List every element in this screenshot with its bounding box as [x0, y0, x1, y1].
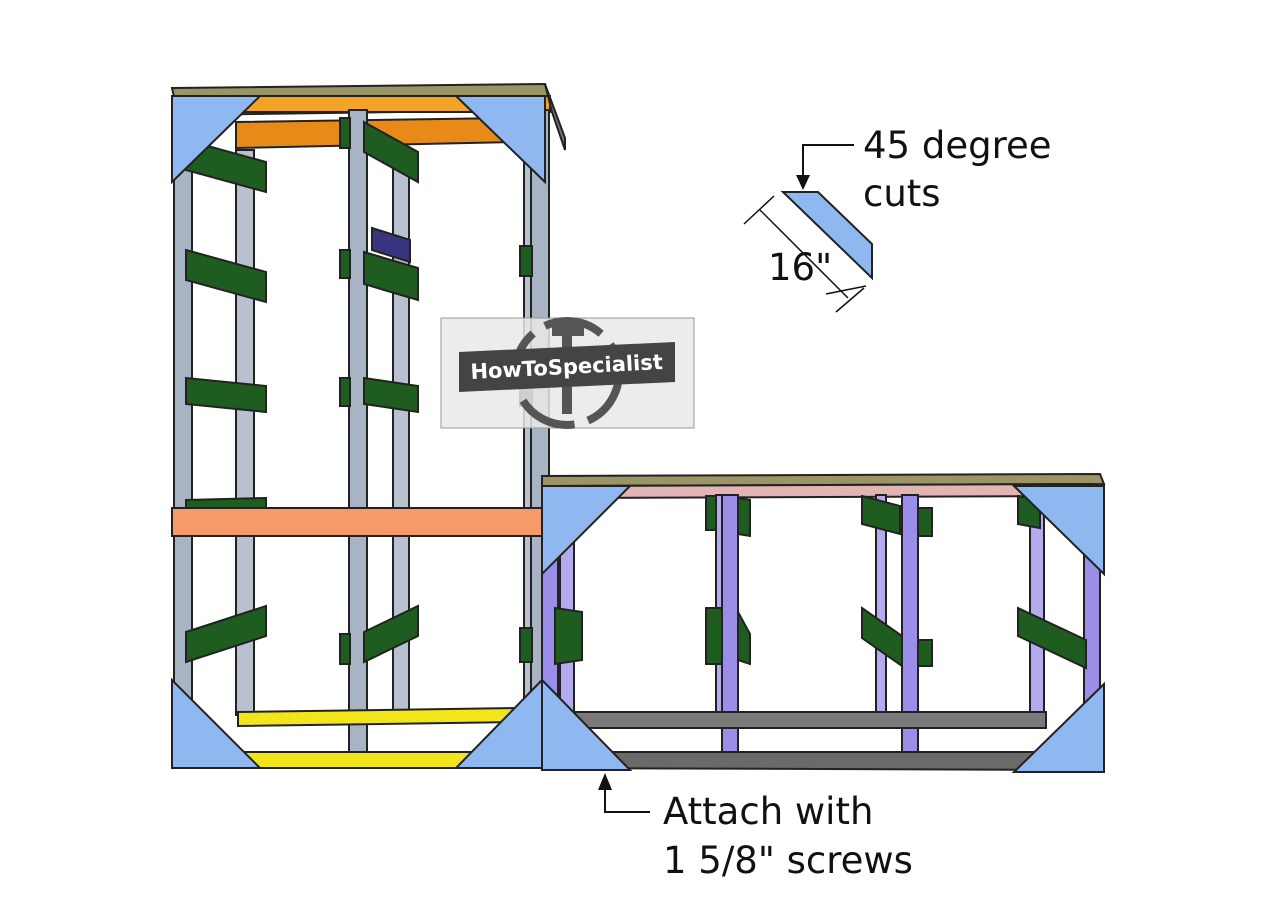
tall-unit: [170, 82, 566, 769]
corner-brace: [1011, 681, 1105, 773]
attach-callout: [598, 773, 650, 813]
shelf-cleat: [705, 495, 717, 531]
shelf-cleat: [339, 117, 351, 149]
attach-label-line2: 1 5/8" screws: [663, 839, 913, 882]
attach-label-line1: Attach with: [663, 790, 873, 833]
attach-arrowhead: [598, 773, 612, 790]
angle-label-line1: 45 degree: [863, 124, 1052, 167]
shelf-cleat: [1017, 606, 1087, 670]
tall-unit-middle-rail: [171, 507, 543, 537]
shelf-cleat: [339, 633, 351, 665]
shelf-cleat: [519, 627, 533, 663]
shelf-cleat: [185, 248, 267, 304]
detail-brace: [780, 191, 873, 281]
low-unit: [541, 472, 1106, 773]
shelf-cleat: [363, 604, 419, 664]
shelf-cleat: [737, 496, 751, 538]
shelf-cleat: [185, 604, 267, 664]
shelf-cleat: [917, 639, 933, 667]
shelf-cleat: [185, 376, 267, 414]
corner-brace: [171, 677, 263, 769]
low-unit-top-panel: [541, 472, 1106, 488]
shelf-cleat: [519, 245, 533, 277]
watermark-banner: [459, 342, 675, 392]
dimension-tick: [835, 287, 865, 313]
shelf-cleat: [339, 249, 351, 279]
dimension-tick: [743, 195, 775, 225]
dimension-line: [759, 209, 849, 299]
shelf-cleat: [737, 611, 751, 666]
tall-unit-base-back: [237, 706, 521, 728]
watermark: HowToSpecialist: [440, 317, 695, 429]
brace-cut-detail: [743, 144, 873, 313]
corner-brace: [171, 95, 263, 185]
dimension-tick: [825, 285, 867, 295]
attach-leader-line: [604, 786, 650, 813]
shelf-cleat: [861, 606, 903, 668]
corner-brace: [541, 485, 633, 577]
shelf-cleat: [917, 507, 933, 537]
corner-brace: [453, 677, 543, 769]
angle-label-line2: cuts: [863, 172, 941, 215]
shelf-cleat: [554, 606, 583, 666]
tall-unit-side-top: [544, 83, 566, 151]
low-unit-back-rail: [559, 482, 1091, 500]
shelf-cleat: [705, 607, 723, 665]
corner-brace: [541, 677, 633, 771]
shelf-cleat: [339, 377, 351, 407]
corner-brace: [1011, 485, 1105, 577]
shelf-cleat: [371, 226, 411, 264]
shelf-cleat: [363, 376, 419, 414]
shelf-cleat: [363, 250, 419, 302]
shelf-cleat: [861, 494, 901, 536]
angle-leader-line: [802, 144, 854, 178]
angle-arrowhead: [796, 175, 810, 190]
corner-brace: [453, 95, 546, 185]
shelf-cleat: [363, 120, 419, 184]
length-label: 16": [768, 246, 832, 289]
low-unit-base-back: [573, 711, 1047, 729]
